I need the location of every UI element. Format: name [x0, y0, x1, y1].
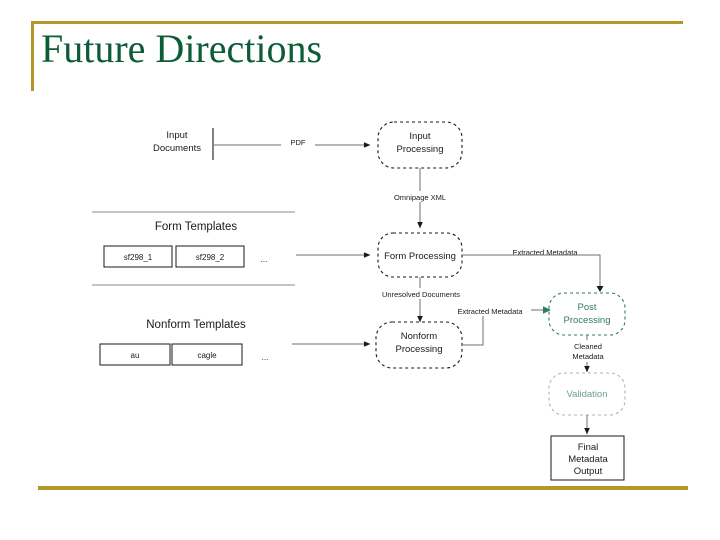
edge-extracted-metadata-form-path: [463, 254, 601, 289]
node-nonform-processing: Nonform Processing: [375, 321, 463, 369]
node-nonform-processing-line2: Processing: [396, 344, 443, 355]
edge-extracted-metadata-nonform-arrow: [543, 306, 551, 314]
node-post-processing: Post Processing: [548, 292, 626, 336]
nonform-template-chip-1: cagle: [197, 351, 217, 360]
nonform-templates-heading: Nonform Templates: [146, 319, 246, 331]
edge-unresolved-label: Unresolved Documents: [382, 290, 460, 299]
node-post-processing-box: [548, 292, 626, 336]
node-validation-label: Validation: [566, 389, 607, 400]
edge-pdf: PDF: [214, 136, 371, 148]
edge-extracted-metadata-nonform-label: Extracted Metadata: [457, 307, 523, 316]
edge-pdf-label: PDF: [291, 138, 306, 147]
node-form-processing-label: Form Processing: [384, 251, 456, 262]
edge-omnipage-label-bg: [381, 191, 459, 202]
node-nonform-processing-box: [375, 321, 463, 369]
title-rule-top: [31, 21, 683, 24]
nonform-template-chip-box-0: [99, 343, 171, 366]
edge-cleaned-metadata-line1: Cleaned: [574, 342, 602, 351]
title-rule-left: [31, 21, 34, 91]
node-form-processing-box: [377, 232, 463, 278]
nonform-template-chip-box-1: [171, 343, 243, 366]
node-post-processing-line2: Processing: [564, 315, 611, 326]
node-post-processing-line1: Post: [577, 302, 596, 313]
node-input-processing-line2: Processing: [397, 144, 444, 155]
form-templates-heading: Form Templates: [155, 221, 237, 233]
node-input-processing-line1: Input: [409, 131, 430, 142]
node-nonform-processing-line1: Nonform: [401, 331, 438, 342]
edge-extracted-metadata-form: Extracted Metadata: [463, 248, 604, 292]
edge-cleaned-metadata: Cleaned Metadata: [558, 335, 618, 373]
edge-unresolved-label-bg: [372, 288, 470, 299]
group-nonform-templates: Nonform Templates au cagle ...: [92, 303, 312, 366]
edge-extracted-metadata-form-arrow: [596, 286, 604, 292]
edge-extracted-metadata-nonform: Extracted Metadata: [449, 305, 551, 346]
page-title: Future Directions: [41, 26, 323, 71]
form-templates-ellipsis: ...: [261, 255, 268, 264]
node-validation: Validation: [548, 372, 626, 416]
group-form-templates: Form Templates sf298_1 sf298_2 ...: [92, 211, 295, 286]
nonform-template-chip-0: au: [131, 351, 140, 360]
edge-unresolved-documents: Unresolved Documents: [372, 277, 470, 323]
node-form-processing: Form Processing: [377, 232, 463, 278]
edge-extracted-metadata-nonform-label-bg: [449, 305, 531, 316]
form-template-chip-box-1: [175, 245, 245, 268]
node-input-documents: Input Documents: [153, 128, 214, 160]
node-final-output-line1: Final: [578, 442, 599, 453]
edge-omnipage-label: Omnipage XML: [394, 193, 446, 202]
node-input-documents-line2: Documents: [153, 143, 201, 154]
edge-cleaned-metadata-line2: Metadata: [572, 352, 604, 361]
footer-rule: [38, 486, 688, 490]
form-template-chip-0: sf298_1: [124, 253, 153, 262]
form-template-chip-box-0: [103, 245, 173, 268]
edge-pdf-label-bg: [281, 136, 315, 148]
node-final-output-line2: Metadata: [568, 454, 608, 465]
node-input-processing: Input Processing: [377, 121, 463, 169]
form-template-chip-1: sf298_2: [196, 253, 225, 262]
node-final-output-line3: Output: [574, 466, 603, 477]
node-final-output-box: [550, 435, 625, 481]
edge-cleaned-metadata-label-bg: [558, 340, 618, 362]
edge-extracted-metadata-form-label: Extracted Metadata: [512, 248, 578, 257]
node-final-output: Final Metadata Output: [550, 435, 625, 481]
nonform-templates-ellipsis: ...: [262, 353, 269, 362]
node-input-documents-line1: Input: [166, 130, 187, 141]
node-input-processing-box: [377, 121, 463, 169]
edge-omnipage-xml: Omnipage XML: [381, 168, 459, 229]
